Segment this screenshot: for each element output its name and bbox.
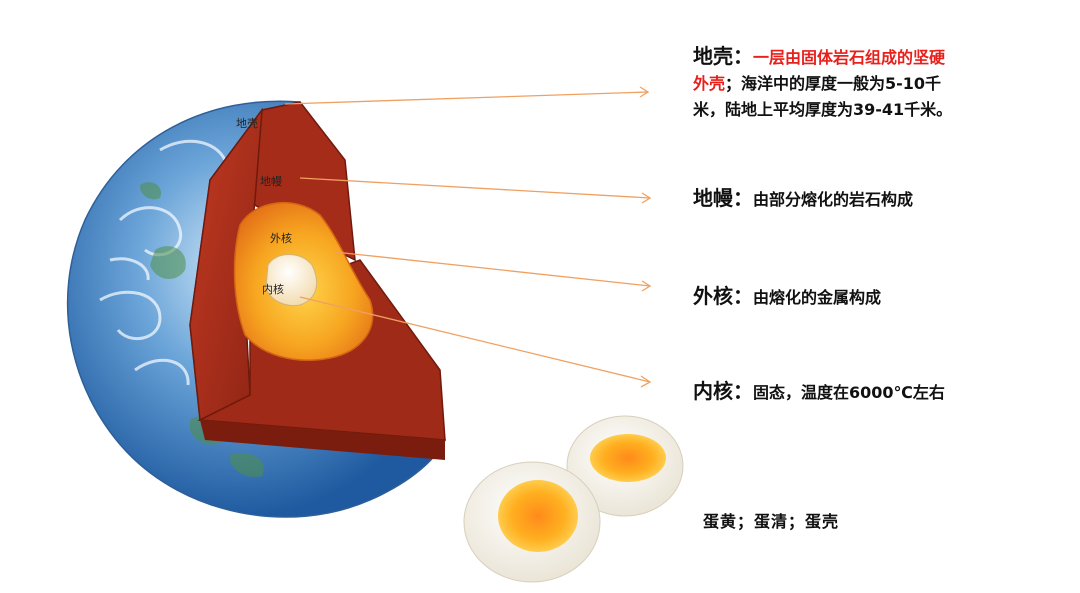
boiled-eggs-image <box>463 415 684 583</box>
arrow-crust <box>284 91 649 105</box>
label-crust: 地壳 <box>236 116 258 130</box>
egg-caption: 蛋黄；蛋清；蛋壳 <box>703 512 840 531</box>
crust-red-text-2: 外壳 <box>693 74 726 93</box>
outer-core-text: 由熔化的金属构成 <box>753 288 882 307</box>
outer-core-term: 外核 <box>693 284 733 308</box>
inner-core-description: 内核：固态，温度在6000℃左右 <box>693 379 945 403</box>
crust-text-2: ；海洋中的厚度一般为5-10千 <box>725 74 942 93</box>
label-mantle: 地幔 <box>260 175 282 188</box>
inner-core-term: 内核 <box>693 379 733 403</box>
mantle-text: 由部分熔化的岩石构成 <box>753 190 914 209</box>
mantle-description: 地幔：由部分熔化的岩石构成 <box>693 186 914 210</box>
inner-core-text: 固态，温度在6000℃左右 <box>753 383 945 402</box>
crust-red-text-1: 一层由固体岩石组成的坚硬 <box>753 48 946 67</box>
pointer-arrows <box>284 86 652 388</box>
crust-line-1: 地壳：一层由固体岩石组成的坚硬 <box>693 44 946 68</box>
label-inner-core: 内核 <box>262 282 284 296</box>
crust-line-2: 外壳；海洋中的厚度一般为5-10千 <box>693 71 952 97</box>
crust-line-3: 米，陆地上平均厚度为39-41千米。 <box>693 100 953 119</box>
arrow-inner-core <box>299 296 651 383</box>
arrow-mantle <box>299 177 651 199</box>
label-outer-core: 外核 <box>270 231 292 245</box>
outer-core-description: 外核：由熔化的金属构成 <box>693 284 882 308</box>
crust-description: 地壳：一层由固体岩石组成的坚硬 外壳；海洋中的厚度一般为5-10千 米，陆地上平… <box>693 43 952 123</box>
crust-term: 地壳 <box>693 44 733 68</box>
mantle-term: 地幔 <box>693 186 733 210</box>
inner-core-layer <box>265 254 318 307</box>
arrow-outer-core <box>334 251 651 287</box>
